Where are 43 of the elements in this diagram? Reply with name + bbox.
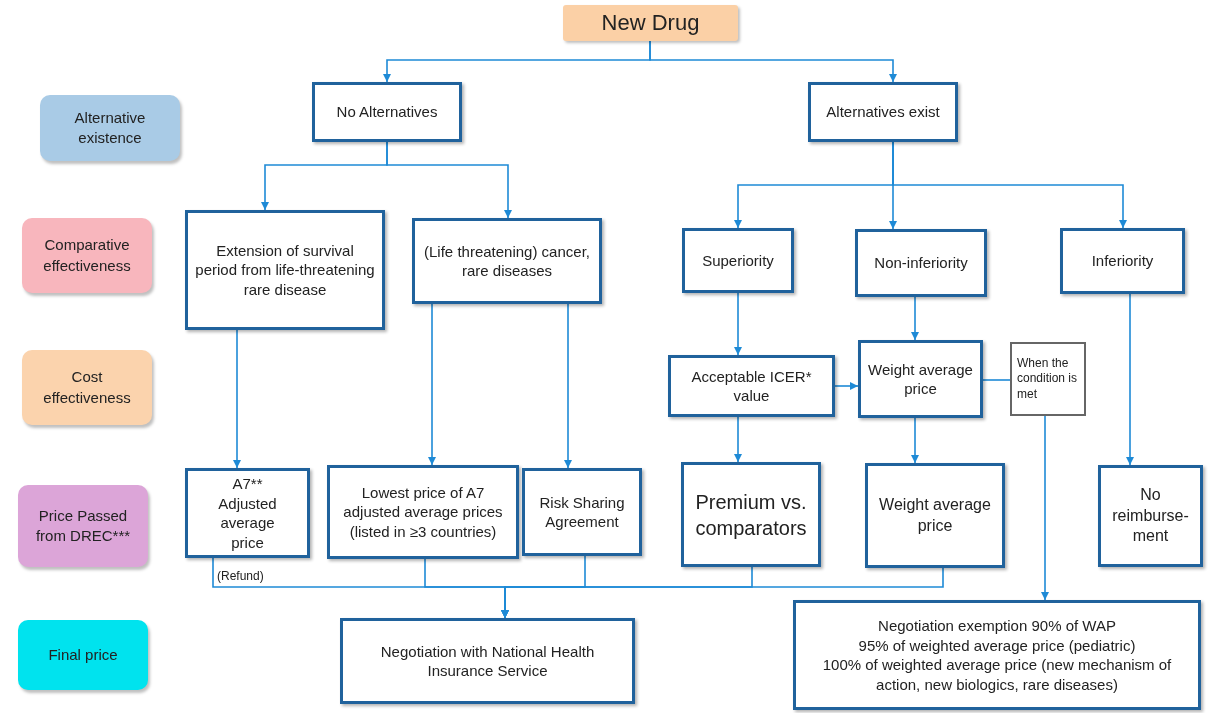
arrow — [1126, 293, 1134, 466]
process-box: Inferiority — [1060, 228, 1185, 294]
node-text-line: 95% of weighted average price (pediatric) — [858, 635, 1136, 655]
process-box: (Life threatening) cancer, rare diseases — [412, 218, 602, 304]
arrow — [386, 141, 512, 219]
process-box: Lowest price of A7 adjusted average prices (listed in ≥3 countries) — [327, 465, 519, 559]
process-box: Non-inferiority — [855, 229, 987, 297]
row-header: Cost effectiveness — [22, 350, 152, 425]
arrow — [233, 329, 241, 469]
node-text-line: 100% of weighted average price (new mechanism of action, new biologics, rare diseases) — [821, 655, 1173, 694]
arrow — [734, 292, 742, 356]
arrow — [649, 40, 897, 83]
row-header: Price Passed from DREC*** — [18, 485, 148, 567]
arrow — [501, 567, 944, 619]
arrow — [892, 141, 1127, 229]
arrow — [911, 417, 919, 464]
process-box: Superiority — [682, 228, 794, 293]
process-box: Extension of survival period from life-threatening rare disease — [185, 210, 385, 330]
annotation-text: (Refund) — [217, 569, 264, 583]
arrow — [428, 303, 436, 466]
process-box: Acceptable ICER* value — [668, 355, 835, 417]
row-header: Final price — [18, 620, 148, 690]
process-box — [793, 600, 1201, 710]
process-box: No Alternatives — [312, 82, 462, 142]
arrow — [734, 416, 742, 463]
connector-line — [982, 379, 1011, 381]
arrow — [1041, 415, 1049, 601]
process-box: Negotiation with National Health Insurance Service — [340, 618, 635, 704]
arrow — [564, 303, 572, 469]
process-box: Weight average price — [865, 463, 1005, 568]
row-header: Comparative effectiveness — [22, 218, 152, 293]
process-box: Premium vs. comparators — [681, 462, 821, 567]
node-text-line: Negotiation exemption 90% of WAP — [878, 616, 1116, 636]
condition-note: When the condition is met — [1010, 342, 1086, 416]
arrow — [834, 382, 859, 390]
process-box: Risk Sharing Agreement — [522, 468, 642, 556]
arrow — [911, 296, 919, 341]
process-box: Weight average price — [858, 340, 983, 418]
row-header: Alternative existence — [40, 95, 180, 161]
start-box: New Drug — [563, 5, 738, 41]
process-box: A7** Adjusted average price — [185, 468, 310, 558]
process-box: Alternatives exist — [808, 82, 958, 142]
process-box: No reimburse-ment — [1098, 465, 1203, 567]
